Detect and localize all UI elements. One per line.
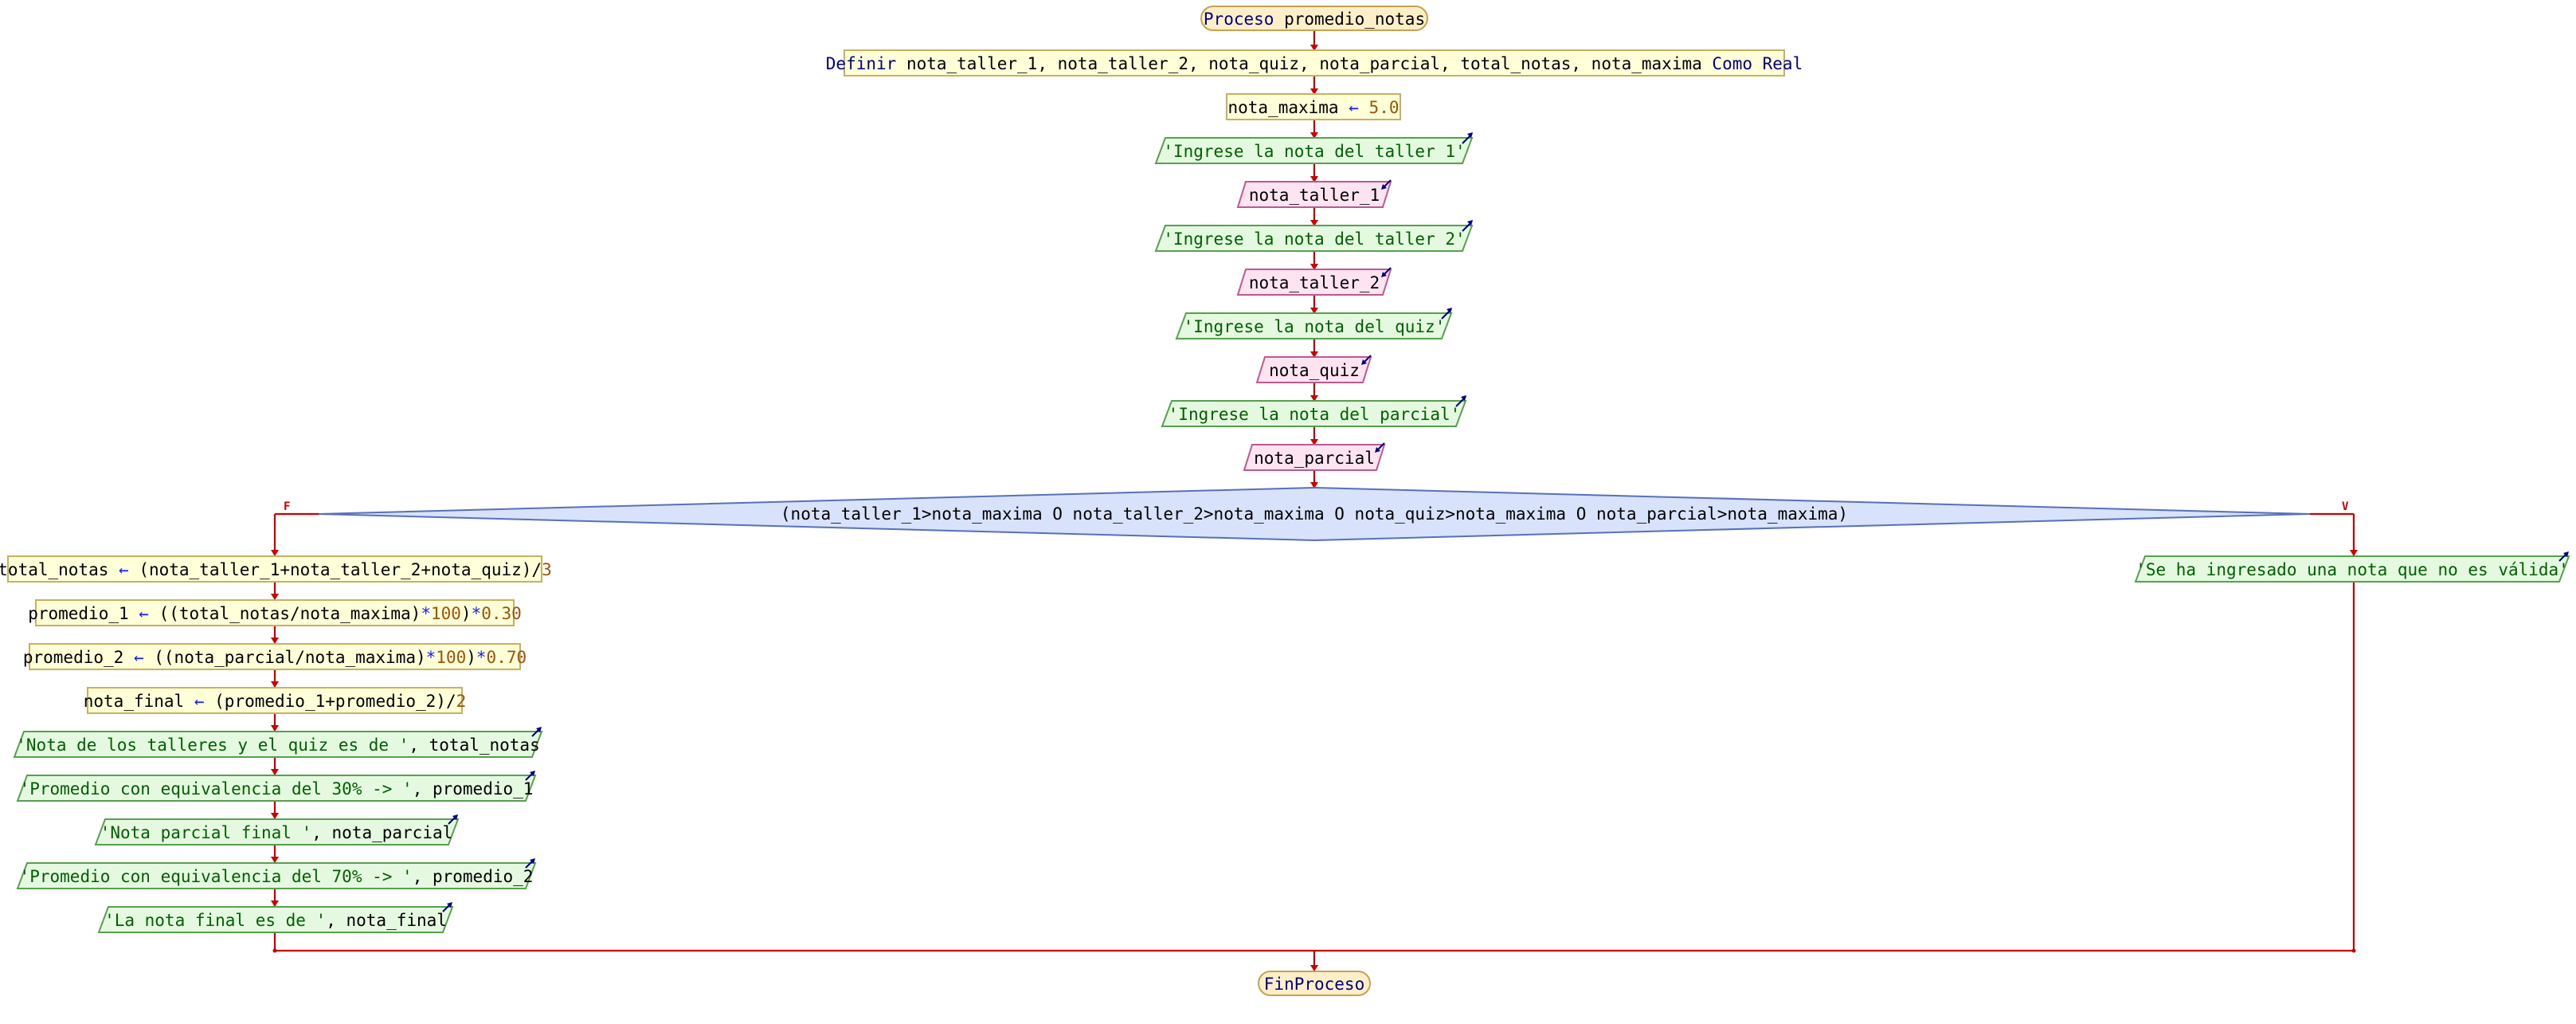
output-text-nota-parcial: 'Nota parcial final ', nota_parcial xyxy=(100,823,453,842)
end-label: FinProceso xyxy=(1264,975,1364,994)
input-text-quiz: nota_quiz xyxy=(1269,361,1360,380)
input-arrow-icon xyxy=(1361,355,1372,365)
decision-condition: (nota_taller_1>nota_maxima O nota_taller… xyxy=(781,504,1848,524)
start-terminal: Proceso promedio_notas xyxy=(1200,6,1428,31)
output-text-quiz: 'Ingrese la nota del quiz' xyxy=(1184,317,1446,336)
output-box-promedio-2: 'Promedio con equivalencia del 70% -> ',… xyxy=(16,858,537,889)
assign-nota-maxima-box: nota_maxima ← 5.0 xyxy=(1226,93,1401,120)
output-box-nota-final: 'La nota final es de ', nota_final xyxy=(97,902,454,933)
assign-promedio-2-box: promedio_2 ← ((nota_parcial/nota_maxima)… xyxy=(23,643,527,670)
output-arrow-icon xyxy=(1455,395,1466,407)
input-box-taller-2: nota_taller_2 xyxy=(1236,267,1392,296)
input-text-taller-1: nota_taller_1 xyxy=(1249,186,1380,205)
define-text: Definir nota_taller_1, nota_taller_2, no… xyxy=(826,54,1803,73)
output-text-promedio-1: 'Promedio con equivalencia del 30% -> ',… xyxy=(20,779,534,798)
output-box-quiz: 'Ingrese la nota del quiz' xyxy=(1175,308,1453,339)
assign-promedio-1-text: promedio_1 ← ((total_notas/nota_maxima)*… xyxy=(28,604,522,623)
output-arrow-icon xyxy=(442,902,452,912)
end-terminal: FinProceso xyxy=(1258,971,1371,996)
output-box-taller-2: 'Ingrese la nota del taller 2' xyxy=(1154,220,1474,252)
output-arrow-icon xyxy=(1441,308,1452,320)
output-arrow-icon xyxy=(448,814,458,825)
output-arrow-icon xyxy=(1462,132,1473,144)
decision-diamond: (nota_taller_1>nota_maxima O nota_taller… xyxy=(284,486,2349,542)
output-text-taller-1: 'Ingrese la nota del taller 1' xyxy=(1163,142,1465,161)
output-box-invalid-note: 'Se ha ingresado una nota que no es váli… xyxy=(2134,551,2570,583)
input-text-parcial: nota_parcial xyxy=(1254,449,1375,468)
output-text-promedio-2: 'Promedio con equivalencia del 70% -> ',… xyxy=(20,867,534,886)
assign-nota-final-text: nota_final ← (promedio_1+promedio_2)/2 xyxy=(84,692,467,711)
output-box-nota-parcial: 'Nota parcial final ', nota_parcial xyxy=(94,814,460,845)
true-branch-label: V xyxy=(2342,500,2349,513)
output-text-invalid-note: 'Se ha ingresado una nota que no es váli… xyxy=(2136,560,2569,579)
output-box-promedio-1: 'Promedio con equivalencia del 30% -> ',… xyxy=(16,771,537,802)
input-arrow-icon xyxy=(1381,267,1392,277)
input-text-taller-2: nota_taller_2 xyxy=(1249,273,1380,292)
output-text-parcial: 'Ingrese la nota del parcial' xyxy=(1169,405,1461,424)
output-text-taller-2: 'Ingrese la nota del taller 2' xyxy=(1163,230,1465,249)
output-arrow-icon xyxy=(1462,220,1473,232)
output-box-parcial: 'Ingrese la nota del parcial' xyxy=(1161,395,1467,427)
input-box-quiz: nota_quiz xyxy=(1255,355,1372,383)
output-arrow-icon xyxy=(531,727,542,737)
arrowheads xyxy=(271,45,2358,971)
output-arrow-icon xyxy=(2558,551,2569,562)
assign-total-notas-box: total_notas ← (nota_taller_1+nota_taller… xyxy=(0,555,552,583)
assign-nota-maxima-text: nota_maxima ← 5.0 xyxy=(1228,98,1400,117)
output-arrow-icon xyxy=(525,771,535,781)
assign-promedio-2-text: promedio_2 ← ((nota_parcial/nota_maxima)… xyxy=(23,648,527,667)
define-process-box: Definir nota_taller_1, nota_taller_2, no… xyxy=(826,49,1803,77)
output-text-nota-final: 'La nota final es de ', nota_final xyxy=(104,911,447,930)
start-label: Proceso promedio_notas xyxy=(1204,10,1425,29)
input-arrow-icon xyxy=(1375,442,1385,453)
output-arrow-icon xyxy=(525,858,535,869)
assign-promedio-1-box: promedio_1 ← ((total_notas/nota_maxima)*… xyxy=(28,599,522,626)
input-box-parcial: nota_parcial xyxy=(1243,442,1386,471)
assign-total-notas-text: total_notas ← (nota_taller_1+nota_taller… xyxy=(0,560,552,579)
output-box-taller-1: 'Ingrese la nota del taller 1' xyxy=(1154,132,1474,164)
input-box-taller-1: nota_taller_1 xyxy=(1236,179,1392,208)
output-text-total-notas: 'Nota de los talleres y el quiz es de ',… xyxy=(16,736,539,755)
false-branch-label: F xyxy=(284,500,290,513)
output-box-total-notas: 'Nota de los talleres y el quiz es de ',… xyxy=(13,727,543,758)
input-arrow-icon xyxy=(1381,179,1392,190)
assign-nota-final-box: nota_final ← (promedio_1+promedio_2)/2 xyxy=(84,687,467,714)
